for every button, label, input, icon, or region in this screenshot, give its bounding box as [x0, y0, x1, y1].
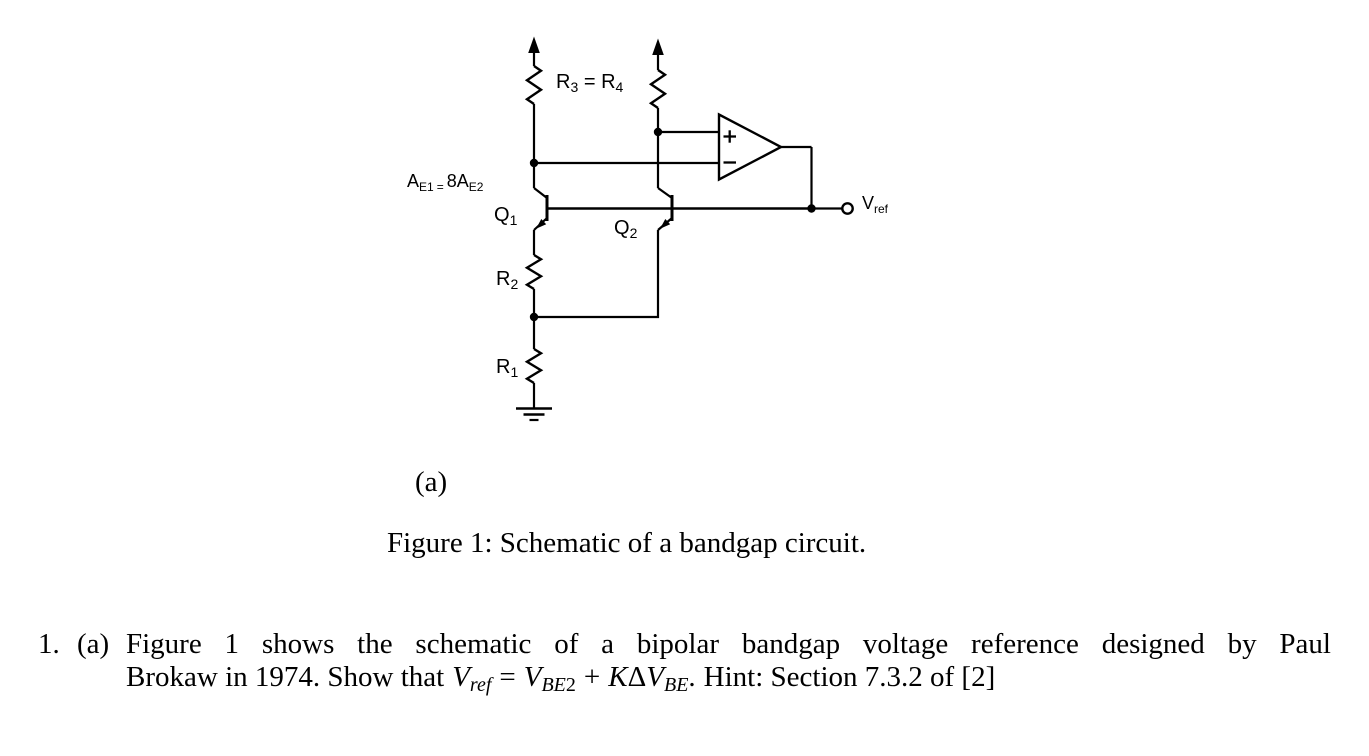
problem-part-label: (a): [77, 628, 110, 660]
math-vref: V: [452, 661, 470, 693]
math-plus: +: [583, 661, 601, 693]
label-emitter-area-ratio: AE1=8AE2: [407, 172, 483, 193]
figure-panel-label: (a): [415, 466, 448, 498]
r4-label: R: [601, 71, 616, 93]
math-period: .: [688, 661, 696, 693]
bandgap-schematic: [516, 36, 854, 422]
r3-sub: 3: [570, 79, 579, 95]
area-a2: 8A: [446, 171, 469, 191]
area-equals: =: [436, 180, 444, 194]
supply-arrow-icon: [652, 38, 664, 70]
problem-line2-text: Brokaw in 1974. Show that: [126, 661, 445, 693]
area-a2-sub: E2: [468, 180, 484, 194]
r3-label: R: [556, 71, 571, 93]
transistor-q1-symbol: [533, 187, 549, 231]
math-vbe-sub: BE: [663, 674, 689, 696]
label-r2: R2: [496, 268, 519, 292]
area-a1-sub: E1: [419, 180, 434, 194]
problem-hint: Hint: Section 7.3.2 of [2]: [703, 661, 996, 693]
label-r1: R1: [496, 356, 519, 380]
label-q2: Q2: [614, 217, 638, 241]
opamp-plus-icon: [723, 130, 736, 143]
ground-icon: [516, 407, 552, 422]
figure-caption: Figure 1: Schematic of a bandgap circuit…: [387, 527, 867, 559]
resistor-r2-symbol: [524, 253, 544, 291]
math-vbe2-sub: BE2: [541, 674, 576, 696]
r4-sub: 4: [615, 79, 624, 95]
resistor-r3-symbol: [524, 65, 544, 105]
npn-emitter-arrow-icon: [536, 219, 547, 229]
supply-arrow-icon: [528, 36, 540, 66]
resistor-r1-symbol: [524, 347, 544, 385]
label-q1: Q1: [494, 204, 518, 228]
opamp-symbol: [717, 112, 784, 182]
vref-terminal-icon: [841, 202, 854, 215]
transistor-q2-symbol: [657, 187, 674, 231]
math-equals: =: [499, 661, 516, 693]
math-vbe: V: [646, 661, 664, 693]
math-vbe2: V: [523, 661, 542, 693]
math-vref-sub: ref: [469, 674, 492, 696]
equals-sign: =: [583, 71, 596, 93]
math-k: K: [608, 661, 628, 693]
problem-body: Figure 1 shows the schematic of a bipola…: [126, 628, 1331, 702]
npn-emitter-arrow-icon: [660, 219, 671, 229]
wire-q2-emitter: [534, 230, 660, 319]
problem-line1: Figure 1 shows the schematic of a bipola…: [126, 628, 1331, 660]
label-vref: Vref: [862, 193, 889, 216]
label-r3-r4: R3 = R4: [556, 72, 623, 94]
resistor-r4-symbol: [648, 69, 668, 109]
math-delta: Δ: [627, 661, 647, 693]
area-a1: A: [407, 171, 420, 191]
problem-number: 1.: [38, 628, 60, 660]
